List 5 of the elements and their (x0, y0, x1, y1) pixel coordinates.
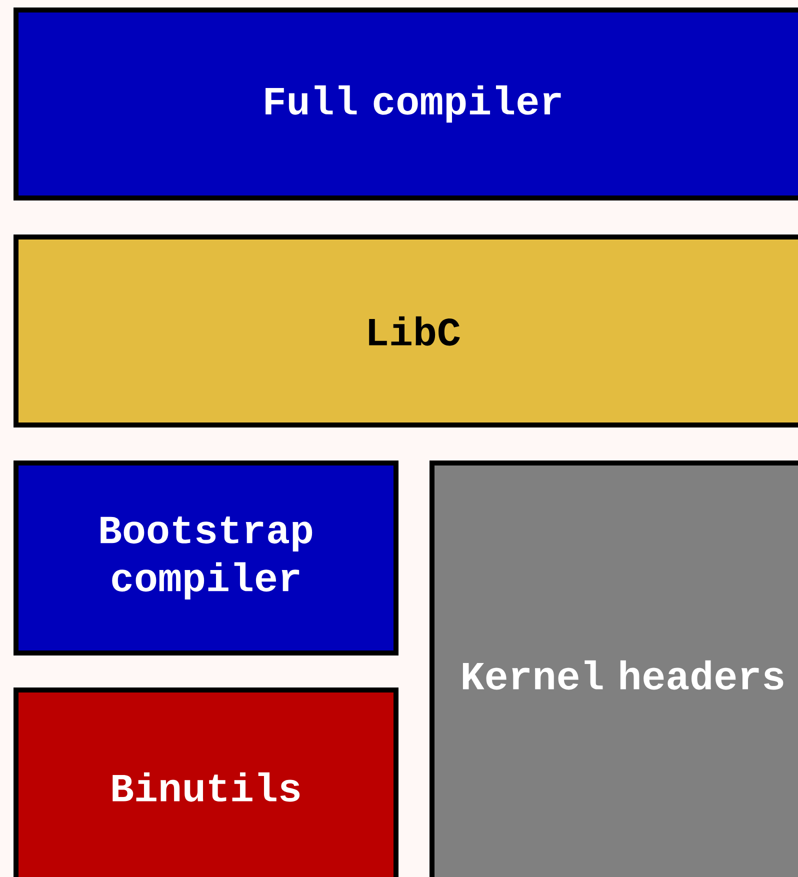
block-box: Kernel headers (430, 460, 798, 877)
block-box: Binutils (14, 688, 398, 877)
block-box: LibC (14, 234, 798, 428)
block-box: Bootstrap compiler (14, 460, 398, 656)
block-box: Full compiler (14, 8, 798, 200)
